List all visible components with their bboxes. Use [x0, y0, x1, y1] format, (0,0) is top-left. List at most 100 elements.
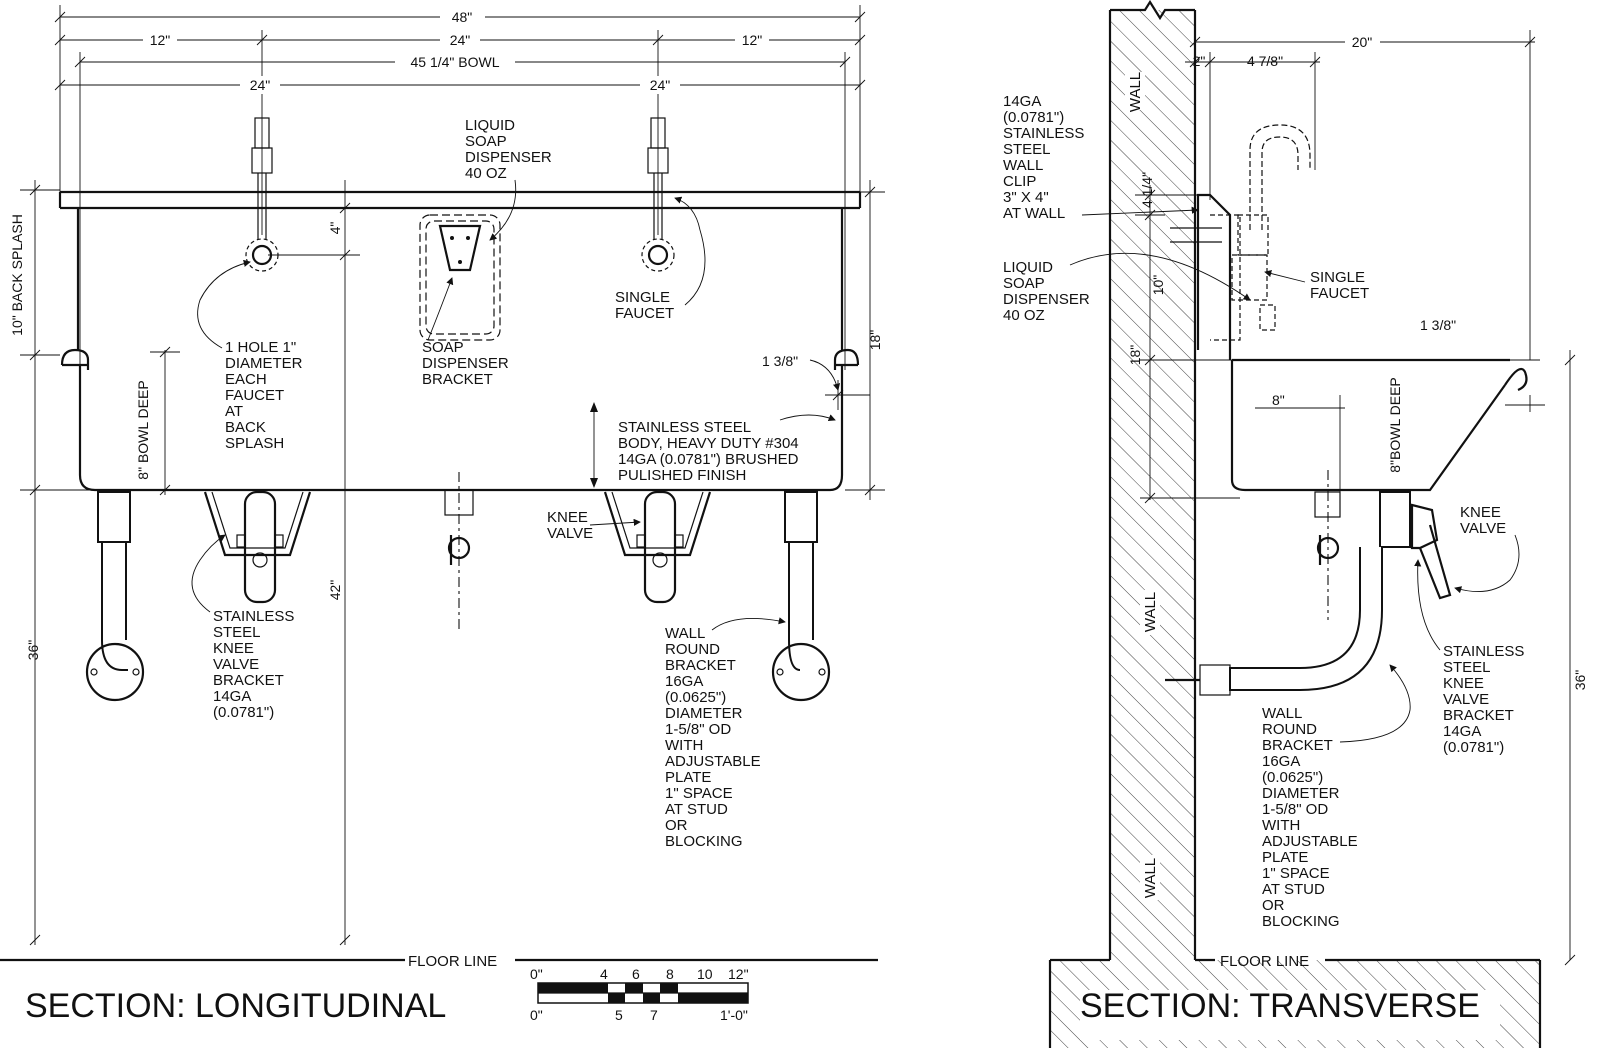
svg-text:7: 7 — [650, 1007, 658, 1023]
left-vertical-dimensions — [20, 180, 100, 946]
svg-text:LIQUID: LIQUID — [465, 117, 515, 134]
svg-text:DISPENSER: DISPENSER — [422, 355, 509, 372]
svg-text:14GA (0.0781") BRUSHED: 14GA (0.0781") BRUSHED — [618, 451, 799, 468]
svg-text:STEEL: STEEL — [213, 624, 261, 641]
svg-text:STEEL: STEEL — [1003, 141, 1051, 158]
svg-text:FAUCET: FAUCET — [615, 305, 674, 322]
floor-line-long: FLOOR LINE — [408, 953, 497, 970]
svg-text:KNEE: KNEE — [547, 509, 588, 526]
faucet-left — [245, 117, 279, 272]
dim-back-splash: 10" BACK SPLASH — [9, 214, 25, 336]
svg-text:40 OZ: 40 OZ — [1003, 307, 1045, 324]
svg-text:VALVE: VALVE — [547, 525, 593, 542]
dim-t-2: 2" — [1193, 53, 1206, 69]
label-wall-bracket: WALL ROUND BRACKET 16GA (0.0625") DIAMET… — [665, 625, 761, 850]
svg-text:SINGLE: SINGLE — [615, 289, 670, 306]
dim-t-rim: 1 3/8" — [1420, 317, 1456, 333]
dim-42: 42" — [327, 580, 343, 601]
label-soap-bracket: SOAP DISPENSER BRACKET — [422, 339, 509, 388]
svg-text:WITH: WITH — [1262, 817, 1300, 834]
transverse-section: FLOOR LINE SECTION: TRANSVERSE WALL WALL… — [1003, 0, 1588, 1048]
svg-text:BRACKET: BRACKET — [422, 371, 493, 388]
dim-faucet-24-left: 24" — [250, 77, 271, 93]
faucet-side — [1210, 124, 1311, 341]
wall-label-2: WALL — [1142, 592, 1159, 632]
svg-text:40 OZ: 40 OZ — [465, 165, 507, 182]
svg-text:DIAMETER: DIAMETER — [665, 705, 743, 722]
wall-label-1: WALL — [1127, 72, 1144, 112]
svg-text:3" X 4": 3" X 4" — [1003, 189, 1049, 206]
wall-bracket-side — [1165, 491, 1452, 696]
svg-text:STAINLESS: STAINLESS — [1443, 643, 1524, 660]
svg-text:(0.0625"): (0.0625") — [1262, 769, 1323, 786]
dim-36-left: 36" — [25, 640, 41, 661]
svg-text:WALL: WALL — [1262, 705, 1302, 722]
soap-dispenser — [419, 214, 501, 341]
svg-text:(0.0781"): (0.0781") — [213, 704, 274, 721]
scale-bar: 0" 4 6 8 10 12" 0" 5 7 1'-0" — [530, 966, 749, 1023]
svg-text:WALL: WALL — [665, 625, 705, 642]
label-t-soap: LIQUID SOAP DISPENSER 40 OZ — [1003, 259, 1090, 324]
dim-4: 4" — [327, 222, 343, 235]
knee-valve-right — [603, 490, 712, 604]
svg-text:ROUND: ROUND — [1262, 721, 1317, 738]
svg-text:DISPENSER: DISPENSER — [465, 149, 552, 166]
svg-text:BRACKET: BRACKET — [1443, 707, 1514, 724]
svg-text:DIAMETER: DIAMETER — [225, 355, 303, 372]
svg-text:STAINLESS STEEL: STAINLESS STEEL — [618, 419, 751, 436]
svg-text:1" SPACE: 1" SPACE — [665, 785, 733, 802]
svg-text:6: 6 — [632, 966, 640, 982]
dim-t-8: 8" — [1272, 392, 1285, 408]
label-single-faucet: SINGLE FAUCET — [615, 289, 674, 322]
svg-text:1'-0": 1'-0" — [720, 1007, 748, 1023]
label-body: STAINLESS STEEL BODY, HEAVY DUTY #304 14… — [618, 419, 799, 484]
svg-text:VALVE: VALVE — [213, 656, 259, 673]
svg-text:(0.0781"): (0.0781") — [1443, 739, 1504, 756]
svg-text:16GA: 16GA — [665, 673, 703, 690]
dim-12-left: 12" — [150, 32, 171, 48]
svg-text:STAINLESS: STAINLESS — [1003, 125, 1084, 142]
svg-text:CLIP: CLIP — [1003, 173, 1036, 190]
label-t-wall-bracket: WALL ROUND BRACKET 16GA (0.0625") DIAMET… — [1262, 705, 1358, 930]
svg-text:ADJUSTABLE: ADJUSTABLE — [1262, 833, 1358, 850]
label-t-faucet: SINGLE FAUCET — [1310, 269, 1369, 302]
svg-text:BLOCKING: BLOCKING — [665, 833, 743, 850]
svg-text:PULISHED FINISH: PULISHED FINISH — [618, 467, 746, 484]
svg-text:1-5/8" OD: 1-5/8" OD — [665, 721, 731, 738]
svg-text:OR: OR — [1262, 897, 1285, 914]
dim-bowl-deep: 8" BOWL DEEP — [135, 380, 151, 479]
label-knee-valve: KNEE VALVE — [547, 509, 593, 542]
svg-text:STEEL: STEEL — [1443, 659, 1491, 676]
label-t-knee-bracket: STAINLESS STEEL KNEE VALVE BRACKET 14GA … — [1443, 643, 1524, 756]
svg-text:EACH: EACH — [225, 371, 267, 388]
svg-text:FAUCET: FAUCET — [1310, 285, 1369, 302]
svg-text:SINGLE: SINGLE — [1310, 269, 1365, 286]
svg-text:LIQUID: LIQUID — [1003, 259, 1053, 276]
drain-centerline — [444, 472, 474, 630]
svg-text:VALVE: VALVE — [1443, 691, 1489, 708]
dim-t-36: 36" — [1572, 670, 1588, 691]
floor-line-trans: FLOOR LINE — [1220, 953, 1309, 970]
svg-text:BACK: BACK — [225, 419, 266, 436]
svg-text:FAUCET: FAUCET — [225, 387, 284, 404]
svg-text:AT STUD: AT STUD — [1262, 881, 1325, 898]
svg-text:WALL: WALL — [1003, 157, 1043, 174]
svg-text:BLOCKING: BLOCKING — [1262, 913, 1340, 930]
svg-text:PLATE: PLATE — [1262, 849, 1308, 866]
svg-text:AT STUD: AT STUD — [665, 801, 728, 818]
svg-text:SPLASH: SPLASH — [225, 435, 284, 452]
svg-text:BRACKET: BRACKET — [213, 672, 284, 689]
dim-faucet-24-right: 24" — [650, 77, 671, 93]
svg-text:SOAP: SOAP — [465, 133, 507, 150]
svg-text:PLATE: PLATE — [665, 769, 711, 786]
dim-t-4-7-8: 4 7/8" — [1247, 53, 1283, 69]
svg-text:DIAMETER: DIAMETER — [1262, 785, 1340, 802]
svg-text:WITH: WITH — [665, 737, 703, 754]
svg-text:BRACKET: BRACKET — [1262, 737, 1333, 754]
svg-text:VALVE: VALVE — [1460, 520, 1506, 537]
svg-text:1-5/8" OD: 1-5/8" OD — [1262, 801, 1328, 818]
title-longitudinal: SECTION: LONGITUDINAL — [25, 987, 446, 1025]
svg-text:KNEE: KNEE — [1460, 504, 1501, 521]
dim-t-10: 10" — [1150, 275, 1166, 296]
